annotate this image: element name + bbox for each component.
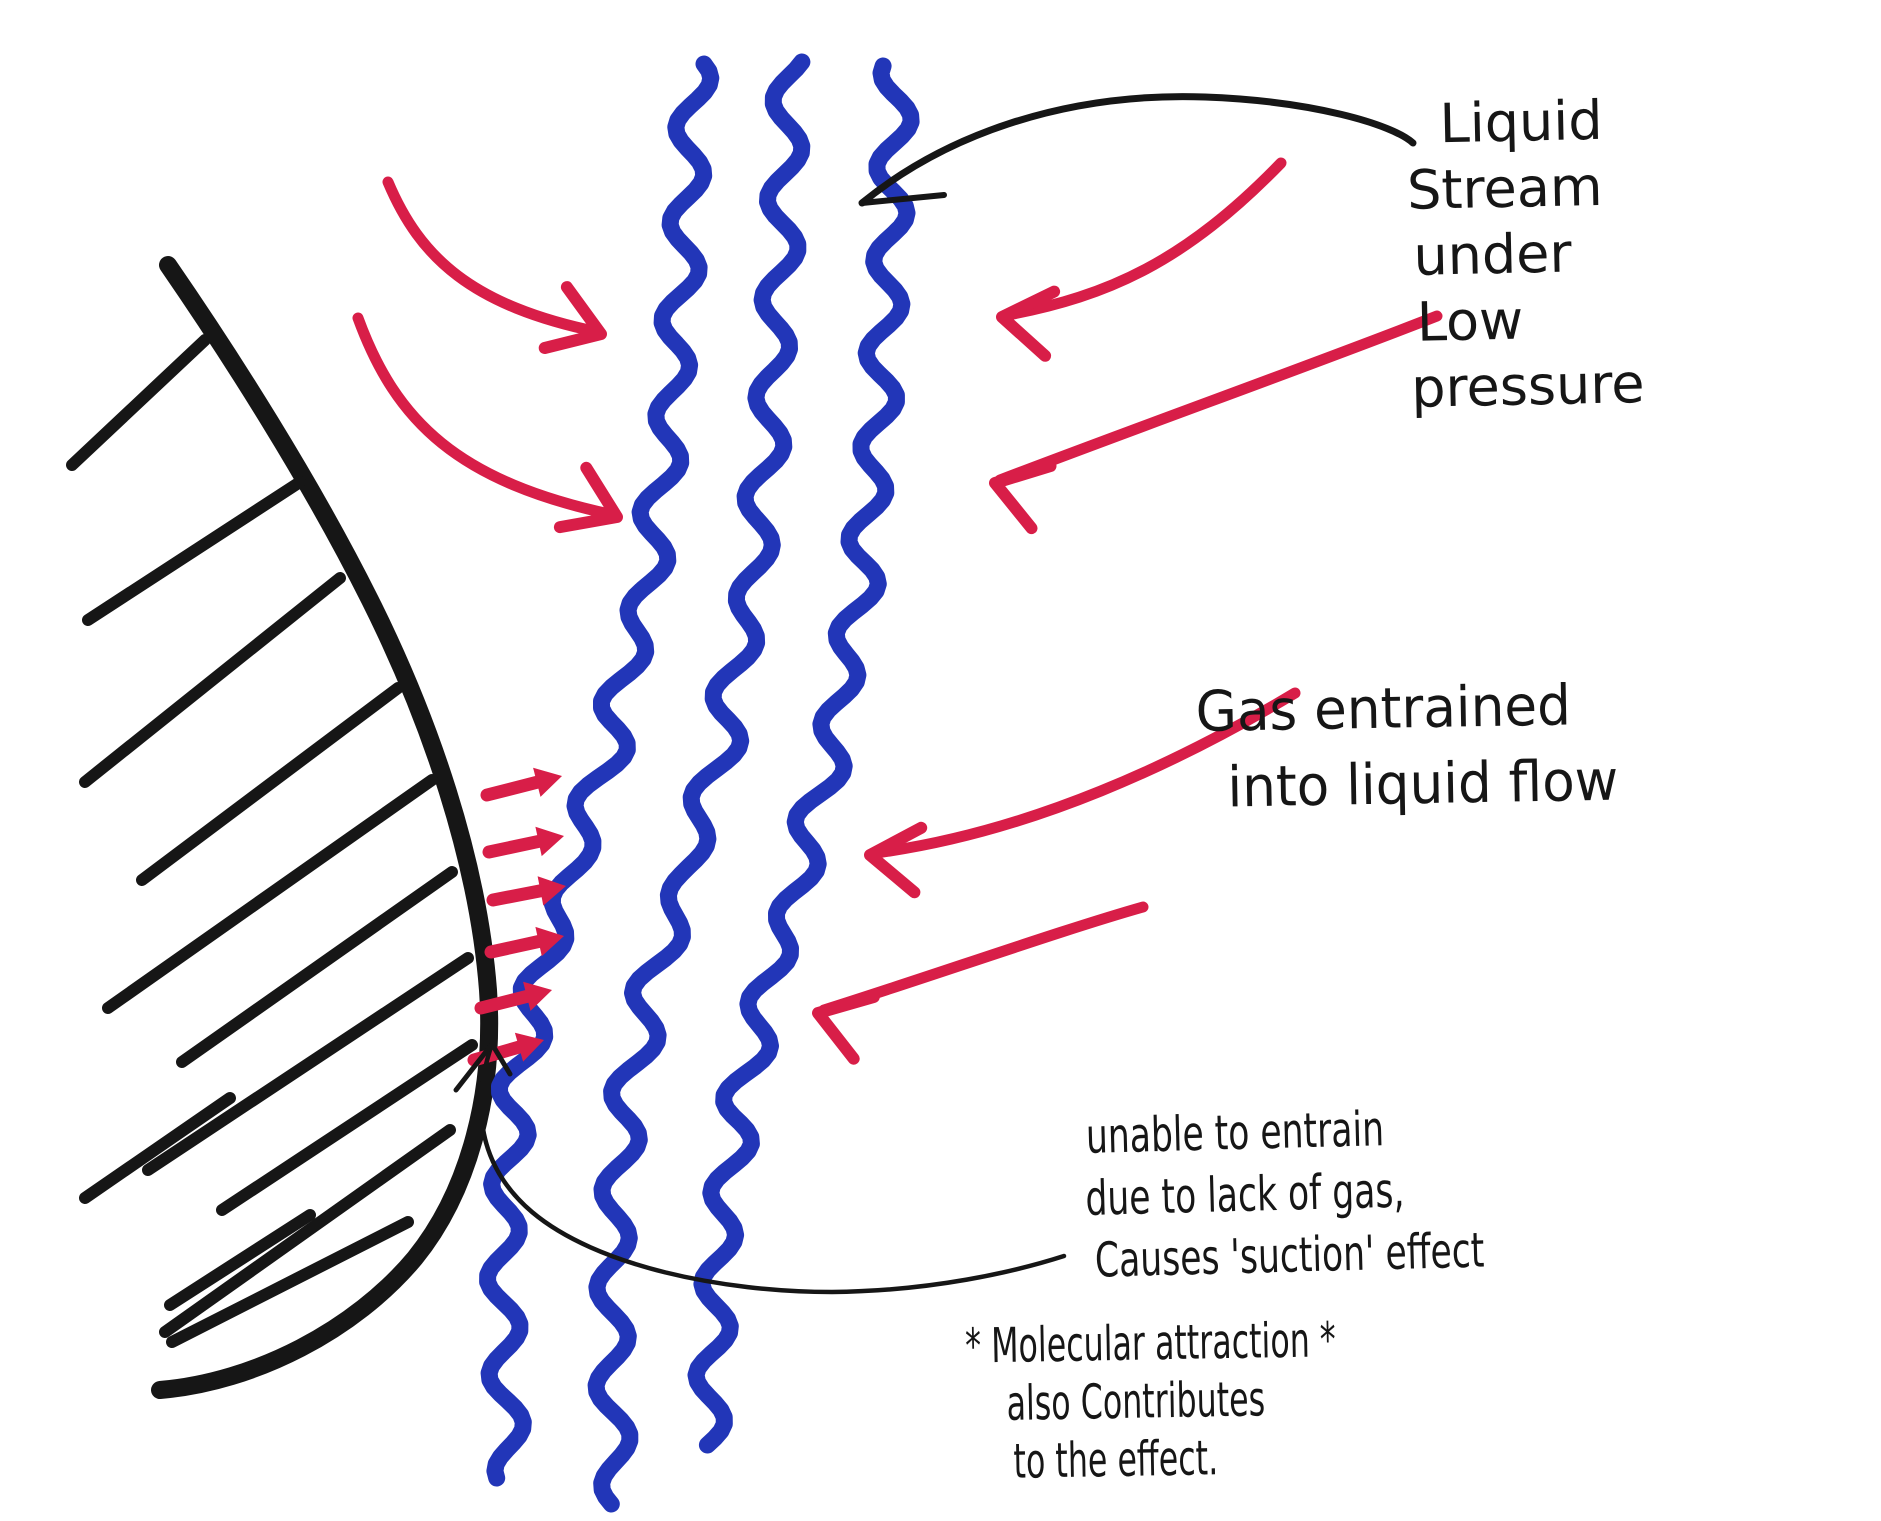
gas-arrow-entrain-1 (870, 687, 1301, 859)
stream-line-left (479, 55, 720, 1487)
label-suction-effect: unable to entrain due to lack of gas, Ca… (1083, 1096, 1485, 1292)
label-line: due to lack of gas, (1084, 1162, 1406, 1227)
red-arrowhead (864, 821, 928, 899)
gas-flow-arrows (352, 157, 1443, 1065)
leader-line-liquid-stream (858, 93, 1417, 207)
hatch-line (159, 1124, 456, 1338)
liquid-stream-lines (479, 53, 920, 1513)
leader-arrowhead-suction (453, 1041, 513, 1093)
red-arrowhead (989, 460, 1057, 535)
wall-arrow-head (535, 826, 564, 857)
label-line: under (1412, 221, 1573, 288)
wall-arrow-head (535, 926, 564, 957)
gas-arrow-top-left-1 (382, 176, 604, 338)
label-line: also Contributes (1006, 1371, 1266, 1432)
label-gas-entrained: Gas entrained into liquid flow (1195, 668, 1619, 827)
label-line: to the effect. (1013, 1430, 1219, 1490)
hatch-line (216, 1039, 478, 1216)
label-line: Low (1416, 288, 1524, 354)
wall-arrow-shaft (486, 883, 550, 907)
wall-arrow-shaft (484, 934, 548, 959)
label-line: * Molecular attraction * (964, 1312, 1337, 1375)
hatch-line (79, 1092, 236, 1204)
label-line: Stream (1406, 154, 1604, 222)
wall-arrow-shaft (480, 775, 547, 802)
hatch-line (176, 866, 458, 1068)
wall-arrow-head (523, 981, 552, 1011)
leader-arrowhead-barb-top (859, 192, 947, 206)
hatch-line (102, 774, 438, 1014)
hatch-line (66, 334, 211, 471)
hatch-line (136, 682, 404, 886)
wall-entrain-arrows (467, 767, 566, 1067)
hatch-line (82, 476, 306, 626)
red-arrowhead (553, 461, 623, 534)
leader-arrows (453, 93, 1417, 1295)
label-molecular-attraction: * Molecular attraction * also Contribute… (943, 1311, 1338, 1492)
stream-line-middle (587, 53, 811, 1513)
hatch-line (166, 1216, 414, 1348)
gas-arrow-top-right-1 (1002, 157, 1287, 321)
wall-arrow-head (537, 876, 566, 906)
leader-line-suction (478, 1041, 1067, 1295)
wall-arrow-shaft (482, 834, 548, 859)
gas-arrow-top-left-2 (352, 312, 620, 521)
hatch-line (164, 1209, 316, 1311)
wall-arrow-head (514, 1032, 544, 1062)
stream-line-right (687, 57, 920, 1454)
hatch-line (142, 952, 474, 1176)
gas-flow-arrowheads (538, 281, 1061, 1065)
red-arrowhead (812, 991, 880, 1065)
red-arrowhead (538, 281, 607, 354)
label-line: Gas entrained (1195, 673, 1572, 745)
wall-arrow-shaft (474, 989, 537, 1015)
label-line: into liquid flow (1226, 748, 1619, 821)
surface-hatch-lines (66, 334, 478, 1348)
wall-arrow-head (533, 767, 562, 797)
label-liquid-stream: Liquid Stream under Low pressure (1403, 87, 1645, 422)
red-arrowhead (996, 285, 1061, 362)
label-line: pressure (1410, 352, 1646, 420)
label-line: Causes 'suction' effect (1094, 1222, 1486, 1289)
label-line: Liquid (1439, 88, 1604, 156)
gas-arrow-top-right-2 (994, 310, 1443, 486)
hatch-line (79, 572, 346, 788)
curved-surface (66, 256, 499, 1399)
label-line: unable to entrain (1085, 1101, 1385, 1165)
